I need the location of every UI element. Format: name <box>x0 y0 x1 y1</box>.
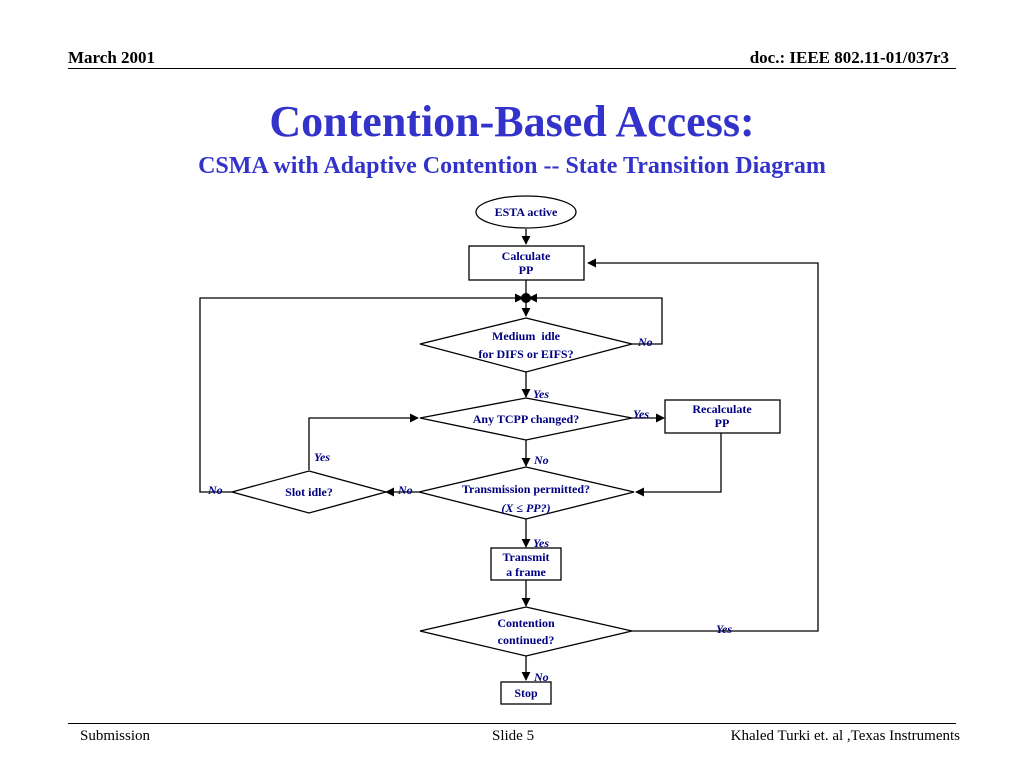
junction-dot <box>521 293 531 303</box>
edges <box>199 229 819 681</box>
node-contention-line2: continued? <box>498 633 555 647</box>
node-any-tcpp-label: Any TCPP changed? <box>473 412 579 426</box>
label-contention-no: No <box>533 670 549 684</box>
node-contention-continued: Contention continued? <box>419 606 633 657</box>
label-contention-yes: Yes <box>716 622 732 636</box>
node-recalculate-pp-line1: Recalculate <box>692 402 752 416</box>
label-slot-idle-yes: Yes <box>314 450 330 464</box>
label-transmission-no: No <box>397 483 413 497</box>
node-slot-idle-label: Slot idle? <box>285 485 333 499</box>
header-date: March 2001 <box>68 48 156 67</box>
header-doc-id: doc.: IEEE 802.11-01/037r3 <box>749 48 949 67</box>
edge-slot-idle-no <box>199 293 524 493</box>
footer-author: Khaled Turki et. al ,Texas Instruments <box>730 728 960 744</box>
node-calculate-pp-line1: Calculate <box>502 249 551 263</box>
edge-labels: No Yes Yes No Yes No No Yes Yes No <box>207 335 732 684</box>
edge-medium-no-loop <box>528 293 663 345</box>
edge-recalculate-to-transmission <box>635 433 722 497</box>
node-transmission-line1: Transmission permitted? <box>462 482 590 496</box>
label-medium-yes: Yes <box>533 387 549 401</box>
label-tcpp-no: No <box>533 453 549 467</box>
node-calculate-pp: Calculate PP <box>468 245 585 281</box>
footer-slide-number: Slide 5 <box>492 728 535 744</box>
footer-divider <box>68 723 956 724</box>
footer-submission: Submission <box>80 728 151 744</box>
node-medium-idle: Medium idle for DIFS or EIFS? <box>419 317 633 373</box>
edge-slot-idle-yes <box>308 413 419 470</box>
node-slot-idle: Slot idle? <box>229 470 389 514</box>
node-calculate-pp-line2: PP <box>519 263 534 277</box>
node-recalculate-pp-line2: PP <box>715 416 730 430</box>
label-transmission-yes: Yes <box>533 536 549 550</box>
slide-subtitle: CSMA with Adaptive Contention -- State T… <box>198 153 826 179</box>
node-contention-line1: Contention <box>497 616 555 630</box>
label-slot-idle-no: No <box>207 483 223 497</box>
node-transmission-line2: (X ≤ PP?) <box>501 501 550 515</box>
label-tcpp-yes: Yes <box>633 407 649 421</box>
node-transmit-line2: a frame <box>506 565 546 579</box>
node-transmit-frame: Transmit a frame <box>490 547 562 581</box>
node-stop-label: Stop <box>514 686 538 700</box>
slide-title: Contention-Based Access: <box>269 97 755 146</box>
node-medium-idle-line2: for DIFS or EIFS? <box>478 347 573 361</box>
node-recalculate-pp: Recalculate PP <box>664 399 781 434</box>
node-any-tcpp-changed: Any TCPP changed? <box>419 397 633 441</box>
node-transmission-permitted: Transmission permitted? (X ≤ PP?) <box>418 466 635 520</box>
node-esta-active-label: ESTA active <box>495 205 558 219</box>
label-medium-no: No <box>637 335 653 349</box>
node-medium-idle-line1: Medium idle <box>492 329 561 343</box>
node-transmit-line1: Transmit <box>502 550 549 564</box>
edge-contention-yes <box>587 258 819 632</box>
node-stop: Stop <box>500 681 552 705</box>
header-divider <box>68 68 956 69</box>
node-esta-active: ESTA active <box>475 195 577 229</box>
